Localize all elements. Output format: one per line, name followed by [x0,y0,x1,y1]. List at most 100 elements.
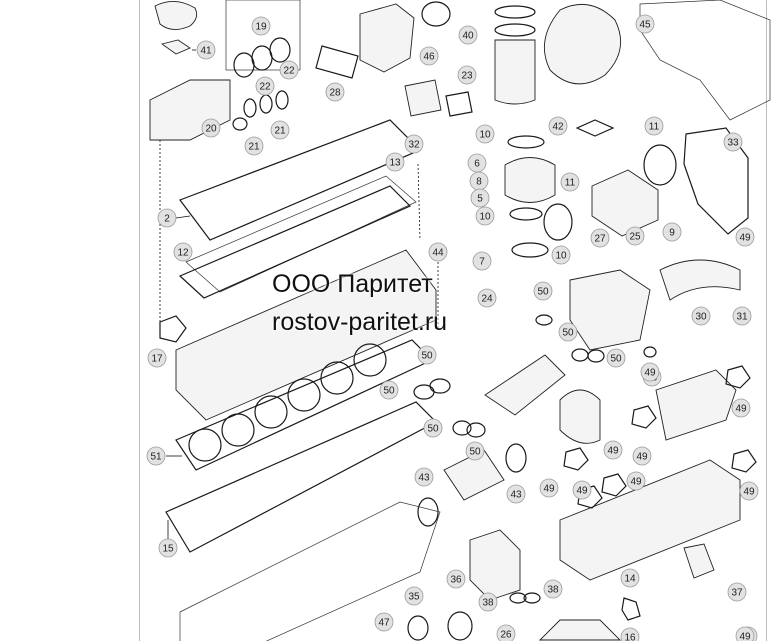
callout-49: 49 [572,480,592,500]
callout-number: 36 [450,575,462,586]
callout-47: 47 [374,612,394,632]
callout-number: 5 [477,194,483,205]
callout-circle [606,348,626,368]
callout-circle [472,251,492,271]
frame-line-right [766,0,767,641]
callout-44: 44 [428,242,448,262]
leader-2 [175,215,191,219]
callout-22: 22 [279,60,299,80]
callout-19: 19 [251,16,271,36]
part-sensor-37 [683,543,715,579]
callout-51: 51 [146,446,166,466]
callout-circle [548,116,568,136]
part-ring-50f [452,420,472,436]
callout-number: 11 [565,178,576,189]
callout-number: 40 [462,31,474,42]
part-bore-3 [254,395,288,429]
leader-lines [159,49,439,548]
callout-number: 49 [735,404,747,415]
callout-circle [255,76,275,96]
watermark-site: rostov-paritet.ru [272,308,448,336]
part-ring-36 [447,611,473,641]
callout-circle [543,579,563,599]
callout-49: 49 [603,440,623,460]
part-ring-35 [407,615,429,641]
callout-38: 38 [543,579,563,599]
callout-number: 35 [408,592,420,603]
callout-number: 49 [576,486,588,497]
callout-circle [465,441,485,461]
callout-circle [723,132,743,152]
callout-number: 22 [259,82,271,93]
callout-number: 47 [378,618,390,629]
callout-number: 49 [739,233,751,244]
callout-circle [590,228,610,248]
callout-42: 42 [548,116,568,136]
part-ring-21a [243,98,257,118]
callout-circle [739,481,759,501]
callout-12: 12 [173,242,193,262]
callout-number: 50 [610,354,622,365]
part-bore-5 [320,361,354,395]
callout-49: 49 [539,478,559,498]
callout-number: 49 [743,487,755,498]
callout-circle [635,14,655,34]
part-bracket-center-top [359,3,415,73]
callout-circle [147,348,167,368]
callout-circle [551,245,571,265]
callout-circle [428,242,448,262]
callout-circle [496,624,516,641]
frame-line-left [139,0,140,641]
callout-10: 10 [475,124,495,144]
callout-49: 49 [640,362,660,382]
callout-circle [404,586,424,606]
callout-number: 49 [739,632,751,641]
callout-circle [379,380,399,400]
callout-number: 6 [474,159,480,170]
part-turbocharger [543,3,622,85]
callout-number: 49 [636,452,648,463]
callout-number: 49 [607,446,619,457]
leader-dashed-13 [417,163,421,241]
part-cylinder-head [175,249,437,421]
part-bore-1 [188,428,222,462]
callout-circle [279,60,299,80]
part-ring-40a [494,5,536,19]
part-gasket-49c [563,447,589,471]
part-ring-22b [251,45,273,71]
part-ring-43b [505,443,527,473]
callout-26: 26 [496,624,516,641]
callout-number: 43 [418,473,430,484]
part-ring-22c [269,37,291,63]
callout-number: 44 [432,248,444,259]
callout-circle [478,592,498,612]
callout-11: 11 [560,172,580,192]
callout-circle [201,118,221,138]
callout-number: 8 [476,177,482,188]
part-egr-cooler-front [569,269,651,351]
part-egr-pipe [659,259,741,301]
callout-number: 32 [408,140,420,151]
part-gasket-49b [631,405,657,429]
callout-49: 49 [731,398,751,418]
part-gasket-49f [731,449,757,473]
watermark-company: ООО Паритет [272,270,433,298]
part-throttle-body [504,157,556,203]
callout-number: 10 [479,130,491,141]
callout-circle [244,136,264,156]
callout-36: 36 [446,569,466,589]
callout-number: 11 [649,122,660,133]
part-elbow [559,389,601,444]
callout-50: 50 [606,348,626,368]
callout-circle [470,188,490,208]
part-ring-38a [509,592,527,604]
callout-number: 50 [562,328,574,339]
part-egr-cooler-main [559,459,741,581]
callout-circle [539,478,559,498]
part-valve-cover-gasket-2 [179,119,422,241]
callout-46: 46 [419,46,439,66]
parts-drawing [149,0,771,641]
callout-number: 51 [150,452,162,463]
callout-circle [625,226,645,246]
callout-circle [446,569,466,589]
